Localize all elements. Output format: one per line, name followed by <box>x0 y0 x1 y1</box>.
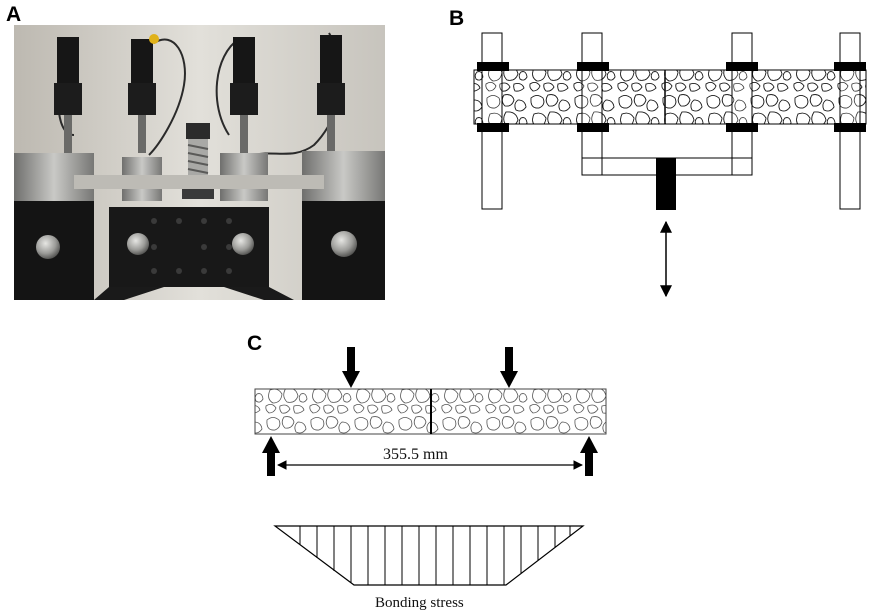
span-length-label: 355.5 mm <box>383 446 448 463</box>
support-arrow-right <box>580 436 598 476</box>
bonding-stress-diagram <box>273 525 585 586</box>
panel-label-c: C <box>247 332 263 355</box>
beam-specimen <box>74 175 324 189</box>
support-arrow-left <box>262 436 280 476</box>
pad-b-2-top <box>577 62 609 71</box>
pad-b-4-top <box>834 62 866 71</box>
panel-b-schematic <box>473 32 867 298</box>
pad-b-2-bottom <box>577 123 609 132</box>
knob-2 <box>127 233 149 255</box>
pad-b-1-top <box>477 62 509 71</box>
load-arrow-right <box>500 347 518 388</box>
frame-holes <box>151 218 232 274</box>
apparatus-photo <box>14 25 385 300</box>
pad-b-3-bottom <box>726 123 758 132</box>
knob-4 <box>331 231 357 257</box>
actuator-block <box>656 158 676 210</box>
pad-b-3-top <box>726 62 758 71</box>
panel-label-b: B <box>449 7 465 30</box>
pad-b-4-bottom <box>834 123 866 132</box>
lvdt-sensor-2 <box>128 34 159 153</box>
pad-b-1-bottom <box>477 123 509 132</box>
knob-1 <box>36 235 60 259</box>
lvdt-sensor-1 <box>54 37 82 153</box>
panel-label-a: A <box>6 3 22 26</box>
bonding-stress-label: Bonding stress <box>375 595 464 611</box>
lvdt-sensor-4 <box>317 35 345 153</box>
panel-c-schematic <box>254 347 607 586</box>
load-arrow-left <box>342 347 360 388</box>
knob-3 <box>232 233 254 255</box>
lvdt-sensor-3 <box>230 37 258 153</box>
